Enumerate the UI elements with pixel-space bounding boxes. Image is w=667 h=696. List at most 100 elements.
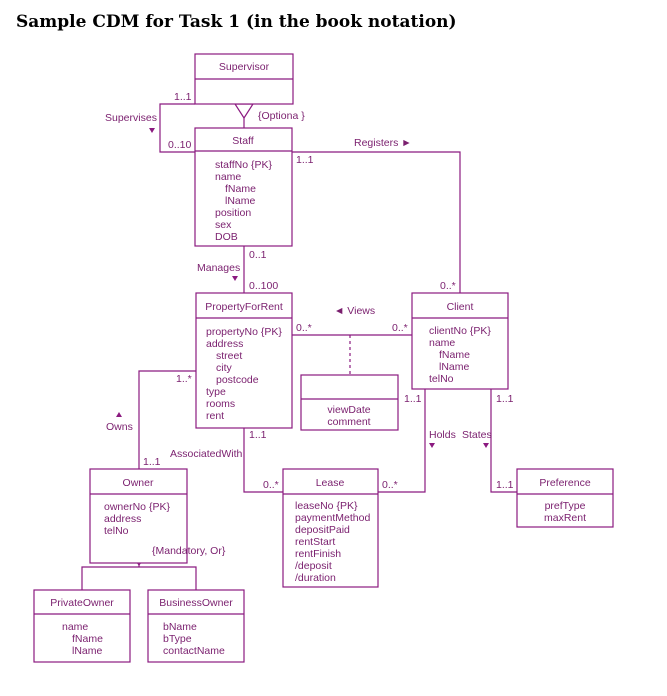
mult-sup-1-1: 1..1 (174, 91, 192, 103)
preference-attr-0: prefType (545, 500, 586, 512)
supervises-arrow-icon (149, 128, 155, 133)
holds-arrow-icon (429, 443, 435, 448)
entity-lease: Lease leaseNo {PK} paymentMethod deposit… (282, 468, 379, 588)
manages-arrow-icon (232, 276, 238, 281)
states-line (490, 389, 517, 493)
entity-propertyforrent: PropertyForRent propertyNo {PK} address … (195, 292, 293, 429)
client-attr-0: clientNo {PK} (429, 325, 491, 337)
entity-supervisor: Supervisor (194, 53, 294, 105)
entity-businessowner: BusinessOwner bName bType contactName (147, 589, 245, 663)
property-attr-6: rooms (206, 398, 235, 410)
property-attr-2: street (216, 350, 242, 362)
associatedwith-line (243, 428, 283, 493)
businessowner-name: BusinessOwner (159, 597, 233, 609)
holds-label: Holds (429, 429, 456, 441)
owner-attr-1: address (104, 513, 141, 525)
client-attr-3: lName (439, 361, 470, 373)
property-attr-3: city (216, 362, 233, 374)
staff-attr-4: position (215, 207, 251, 219)
staff-name: Staff (232, 135, 253, 147)
mult-man-0-1: 0..1 (249, 249, 267, 261)
views-attr-0: viewDate (327, 404, 370, 416)
mandatory-or-label: {Mandatory, Or} (152, 545, 226, 557)
holds-line (378, 389, 426, 493)
preference-name: Preference (539, 477, 591, 489)
owner-gen-branches (81, 566, 197, 590)
mult-sup-0-10: 0..10 (168, 139, 192, 151)
businessowner-attr-2: contactName (163, 645, 225, 657)
views-attr-1: comment (327, 416, 370, 428)
mult-reg-staff: 1..1 (296, 154, 314, 166)
mult-views-prop: 0..* (296, 322, 312, 334)
associatedwith-label: AssociatedWith (170, 448, 243, 460)
staff-attr-0: staffNo {PK} (215, 159, 273, 171)
owns-label: Owns (106, 421, 133, 433)
generalization-triangle-top (233, 103, 255, 120)
client-name: Client (447, 301, 474, 313)
lease-attr-2: depositPaid (295, 524, 350, 536)
registers-label: Registers ► (354, 137, 412, 149)
lease-name: Lease (316, 477, 345, 489)
entity-preference: Preference prefType maxRent (516, 468, 614, 528)
owner-name: Owner (123, 477, 154, 489)
lease-attr-3: rentStart (295, 536, 335, 548)
privateowner-attr-1: fName (72, 633, 103, 645)
businessowner-attr-0: bName (163, 621, 197, 633)
entity-views: viewDate comment (300, 374, 399, 431)
staff-attr-2: fName (225, 183, 256, 195)
owns-line (138, 370, 196, 469)
staff-attr-1: name (215, 171, 241, 183)
privateowner-name: PrivateOwner (50, 597, 114, 609)
owns-arrow-icon (116, 412, 122, 417)
property-attr-5: type (206, 386, 226, 398)
property-attr-7: rent (206, 410, 224, 422)
mult-holds-client: 1..1 (404, 393, 422, 405)
owner-attr-0: ownerNo {PK} (104, 501, 170, 513)
registers-line (292, 151, 461, 293)
mult-assoc-prop: 1..1 (249, 429, 267, 441)
views-label: ◄ Views (334, 305, 375, 317)
mult-views-client: 0..* (392, 322, 408, 334)
entity-client: Client clientNo {PK} name fName lName te… (411, 292, 509, 390)
mult-holds-lease: 0..* (382, 479, 398, 491)
lease-attr-0: leaseNo {PK} (295, 500, 358, 512)
supervisor-name: Supervisor (219, 61, 270, 73)
staff-attr-3: lName (225, 195, 256, 207)
property-attr-0: propertyNo {PK} (206, 326, 282, 338)
owner-attr-2: telNo (104, 525, 129, 537)
manages-label: Manages (197, 262, 240, 274)
privateowner-attr-2: lName (72, 645, 103, 657)
entity-privateowner: PrivateOwner name fName lName (33, 589, 131, 663)
lease-attr-4: rentFinish (295, 548, 341, 560)
property-attr-1: address (206, 338, 243, 350)
mult-man-0-100: 0..100 (249, 280, 278, 292)
diagram-title: Sample CDM for Task 1 (in the book notat… (16, 12, 457, 32)
lease-attr-6: /duration (295, 572, 336, 584)
states-arrow-icon (483, 443, 489, 448)
mult-assoc-lease: 0..* (263, 479, 279, 491)
entity-owner: Owner ownerNo {PK} address telNo (89, 468, 188, 564)
optional-label: {Optiona } (258, 110, 305, 122)
mult-reg-client: 0..* (440, 280, 456, 292)
property-name: PropertyForRent (205, 301, 283, 313)
lease-attr-5: /deposit (295, 560, 332, 572)
privateowner-attr-0: name (62, 621, 88, 633)
entity-staff: Staff staffNo {PK} name fName lName posi… (194, 127, 293, 247)
mult-states-pref: 1..1 (496, 479, 514, 491)
property-attr-4: postcode (216, 374, 259, 386)
lease-attr-1: paymentMethod (295, 512, 370, 524)
client-attr-2: fName (439, 349, 470, 361)
mult-states-client: 1..1 (496, 393, 514, 405)
mult-owns-owner: 1..1 (143, 456, 161, 468)
staff-attr-5: sex (215, 219, 232, 231)
mult-owns-prop: 1..* (176, 373, 192, 385)
supervises-line (159, 103, 195, 153)
supervises-label: Supervises (105, 112, 157, 124)
businessowner-attr-1: bType (163, 633, 192, 645)
client-attr-4: telNo (429, 373, 454, 385)
staff-attr-6: DOB (215, 231, 238, 243)
client-attr-1: name (429, 337, 455, 349)
states-label: States (462, 429, 492, 441)
preference-attr-1: maxRent (544, 512, 586, 524)
